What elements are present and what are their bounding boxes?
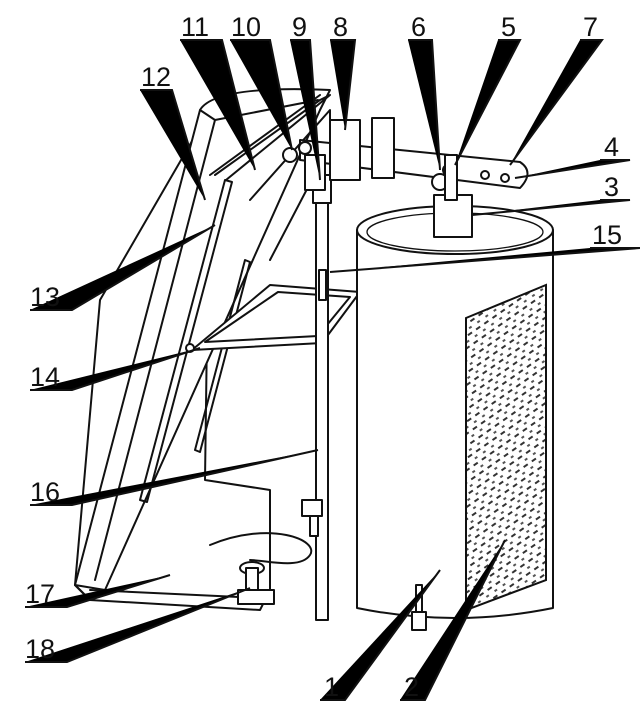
mount-block (433, 154, 473, 238)
label-4: 4 (604, 132, 619, 162)
mesh-panel (465, 283, 547, 612)
label-6: 6 (411, 12, 426, 42)
label-2: 2 (404, 672, 419, 702)
knob-bolt (237, 561, 427, 631)
label-1: 1 (324, 672, 339, 702)
label-17: 17 (25, 579, 55, 609)
leader-lines (25, 39, 640, 701)
label-10: 10 (231, 12, 261, 42)
vertical-pole (301, 174, 332, 621)
label-16: 16 (30, 477, 60, 507)
label-13: 13 (30, 282, 60, 312)
label-12: 12 (141, 62, 171, 92)
label-3: 3 (604, 172, 619, 202)
crossbar-arm (282, 117, 529, 191)
label-14: 14 (30, 362, 60, 392)
label-15: 15 (592, 220, 622, 250)
label-5: 5 (501, 12, 516, 42)
label-7: 7 (583, 12, 598, 42)
label-11: 11 (181, 12, 209, 42)
label-9: 9 (292, 12, 307, 42)
label-8: 8 (333, 12, 348, 42)
label-18: 18 (25, 634, 55, 664)
